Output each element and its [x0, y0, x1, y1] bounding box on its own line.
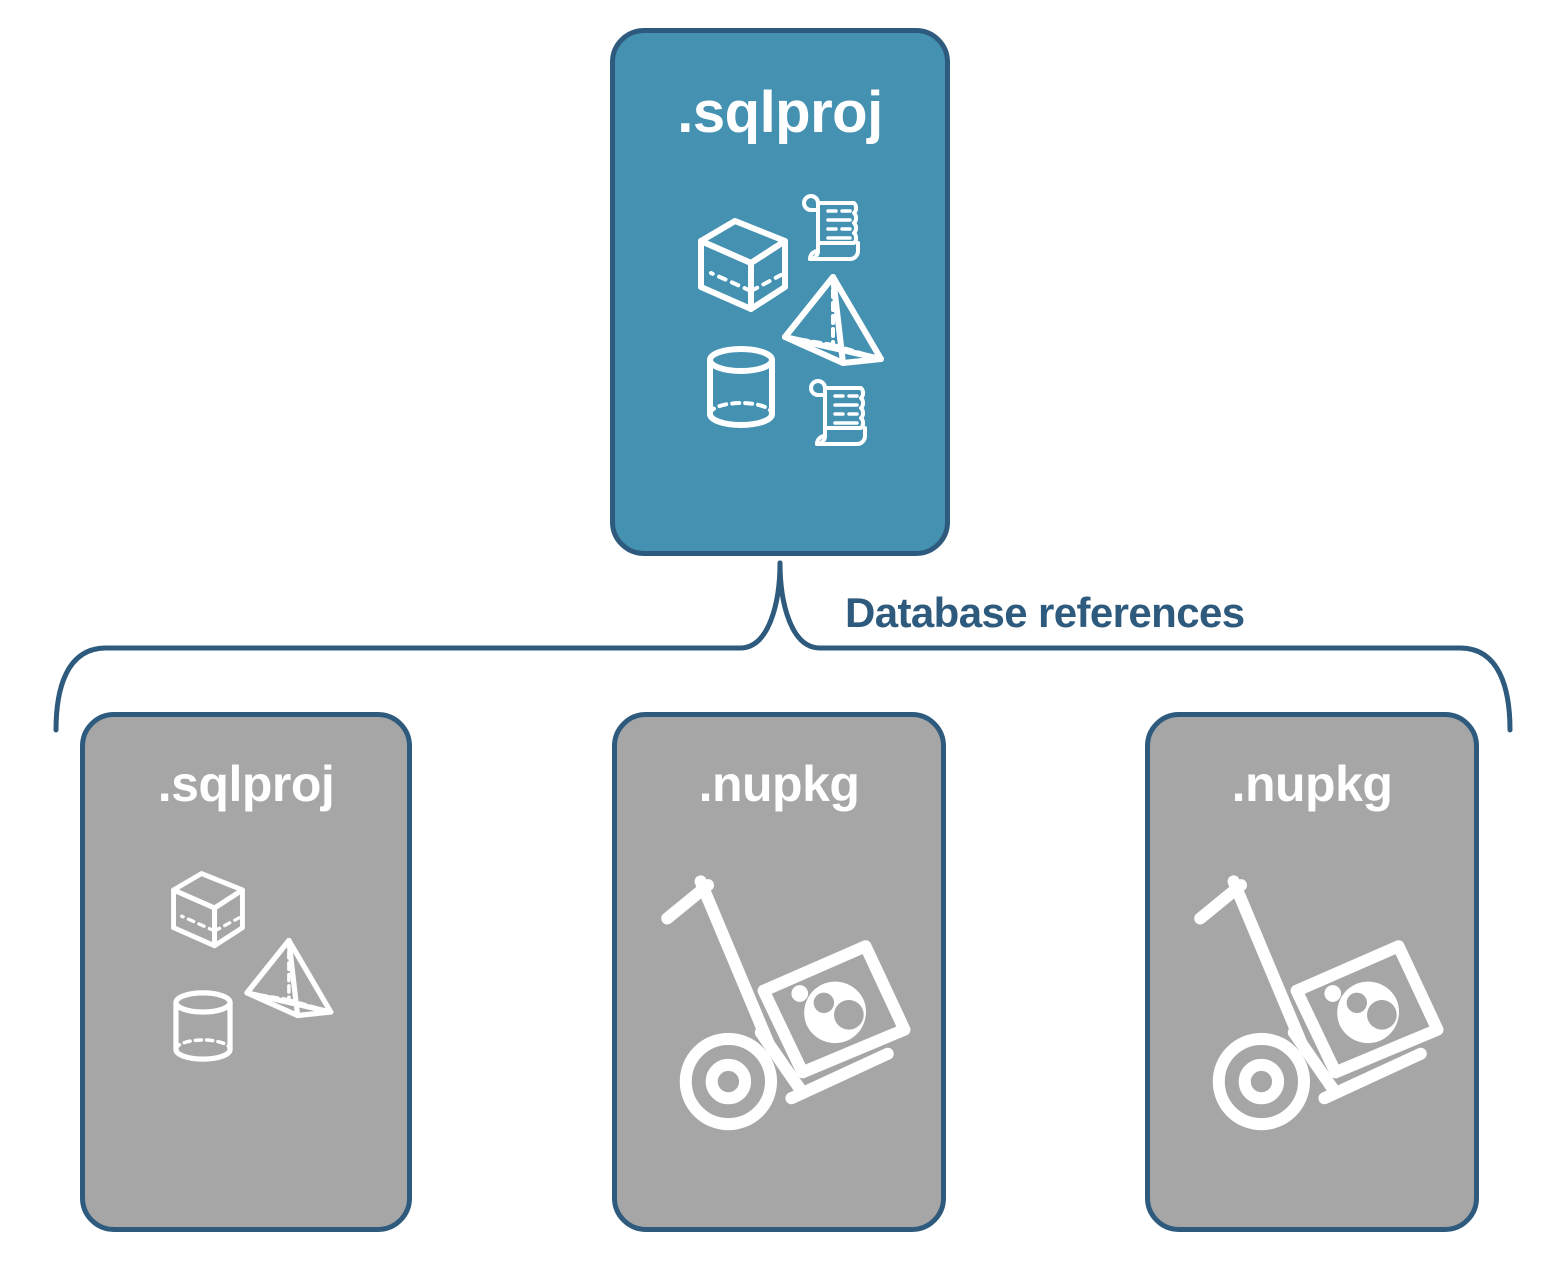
card-reference-nupkg-2-label: .nupkg [1231, 756, 1393, 812]
card-reference-sqlproj-label: .sqlproj [157, 756, 335, 812]
card-root-label: .sqlproj [677, 80, 883, 145]
card-root-sqlproj[interactable]: .sqlproj [610, 28, 950, 556]
card-reference-nupkg-2[interactable]: .nupkg [1145, 712, 1479, 1232]
hand-truck-package-icon [1194, 875, 1444, 1131]
cylinder-icon [173, 990, 233, 1062]
card-reference-nupkg-1-icon-group [617, 717, 941, 1227]
card-reference-nupkg-2-icon-group [1150, 717, 1474, 1227]
scroll-icon [809, 379, 867, 446]
brace-label: Database references [845, 589, 1245, 636]
pyramid-icon [244, 937, 334, 1019]
cube-icon [171, 871, 245, 949]
card-reference-nupkg-1-label: .nupkg [698, 756, 860, 812]
card-reference-sqlproj[interactable]: .sqlproj [80, 712, 412, 1232]
card-root-icon-group [615, 33, 945, 551]
cube-icon [698, 218, 788, 312]
card-reference-sqlproj-icon-group [85, 717, 407, 1227]
hand-truck-package-icon [661, 875, 911, 1131]
pyramid-icon [782, 274, 884, 366]
card-reference-nupkg-1[interactable]: .nupkg [612, 712, 946, 1232]
scroll-icon [802, 194, 860, 261]
cylinder-icon [707, 346, 775, 428]
